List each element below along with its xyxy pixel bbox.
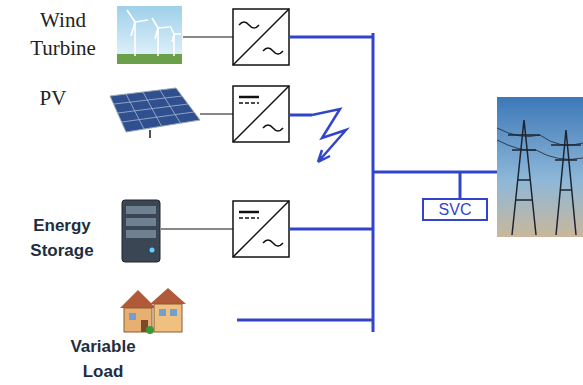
- wind-turbine-picture: [117, 6, 182, 64]
- source-label: Wind Turbine: [14, 6, 112, 62]
- energy-storage-picture: [122, 200, 160, 262]
- houses-picture: [120, 288, 186, 334]
- svc-box: SVC: [422, 198, 488, 221]
- dc-ac-converter: [233, 86, 289, 142]
- source-label: PV: [30, 84, 76, 112]
- ac-ac-converter: [233, 9, 289, 65]
- grid-pylons-picture: [497, 97, 583, 237]
- source-wire: [161, 37, 233, 229]
- bus-wire: [237, 33, 497, 332]
- load-label: Variable Load: [48, 334, 158, 384]
- pv-panel-picture: [110, 88, 200, 138]
- dc-ac-converter: [233, 201, 289, 257]
- svc-label: SVC: [439, 201, 472, 218]
- fault-symbol: [312, 109, 346, 162]
- source-label: Energy Storage: [10, 213, 114, 263]
